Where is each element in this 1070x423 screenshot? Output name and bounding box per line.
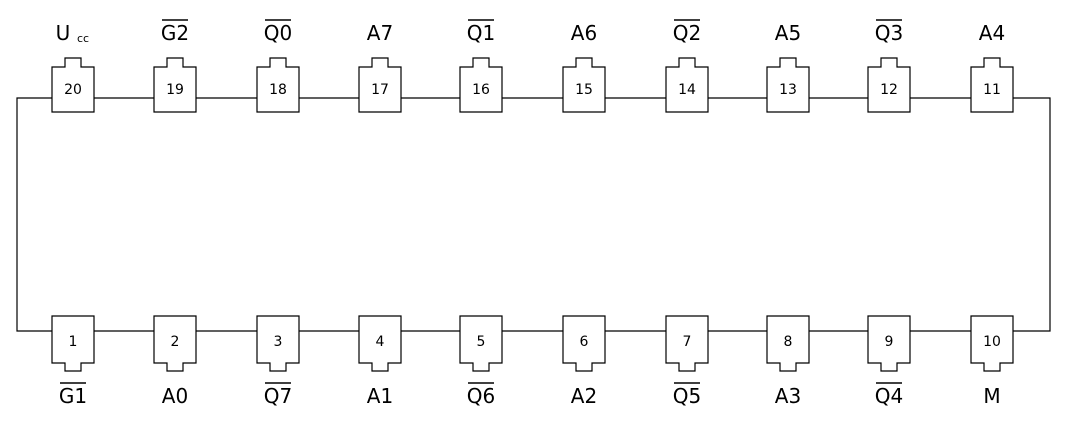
pin-box [970, 315, 1014, 372]
pin-label-subscript: cc [77, 32, 89, 45]
pin-number: 11 [983, 82, 1001, 98]
pin-label: Q6 [467, 384, 495, 408]
pin-number: 7 [683, 334, 692, 350]
pin-label: A3 [775, 384, 801, 408]
pin-10: 10M [970, 315, 1014, 408]
pin-box [766, 315, 810, 372]
pin-label: Q2 [673, 21, 701, 45]
pin-3: 3Q7 [256, 315, 300, 408]
pin-14: 14 Q2 [665, 19, 709, 113]
pin-number: 13 [779, 82, 797, 98]
pin-label: A7 [367, 21, 393, 45]
pin-number: 3 [274, 334, 283, 350]
pin-number: 5 [477, 334, 486, 350]
pin-13: 13 A5 [766, 21, 810, 113]
pin-box [459, 57, 503, 113]
pin-label: Q5 [673, 384, 701, 408]
pin-label: A4 [979, 21, 1005, 45]
pin-7: 7Q5 [665, 315, 709, 408]
pin-19: 19 G2 [153, 19, 197, 113]
pin-box [970, 57, 1014, 113]
pin-number: 15 [575, 82, 593, 98]
pin-box [256, 315, 300, 372]
pin-1: 1G1 [51, 315, 95, 408]
pin-number: 19 [166, 82, 184, 98]
pin-box [562, 315, 606, 372]
pin-17: 17 A7 [358, 21, 402, 113]
pin-label: M [983, 384, 1000, 408]
pin-label: Q0 [264, 21, 292, 45]
pin-4: 4A1 [358, 315, 402, 408]
pin-number: 20 [64, 82, 82, 98]
pin-label: Q7 [264, 384, 292, 408]
pin-number: 1 [69, 334, 78, 350]
pin-label: G2 [161, 21, 189, 45]
pin-box [358, 57, 402, 113]
pin-label: A5 [775, 21, 801, 45]
pin-box [51, 57, 95, 113]
chip-body-outline [16, 97, 52, 332]
pin-number: 9 [885, 334, 894, 350]
pin-number: 16 [472, 82, 490, 98]
pin-label: Q4 [875, 384, 903, 408]
chip-body-outline-right [1013, 97, 1051, 332]
pin-number: 17 [371, 82, 389, 98]
pin-number: 4 [376, 334, 385, 350]
pin-box [867, 315, 911, 372]
pin-label: G1 [59, 384, 87, 408]
pin-18: 18 Q0 [256, 19, 300, 113]
pin-6: 6A2 [562, 315, 606, 408]
pin-label: A2 [571, 384, 597, 408]
pin-label: Q3 [875, 21, 903, 45]
pin-label: A6 [571, 21, 597, 45]
pin-label: U [56, 21, 71, 45]
pin-15: 15 A6 [562, 21, 606, 113]
pin-label: A1 [367, 384, 393, 408]
pin-box [459, 315, 503, 372]
pin-number: 2 [171, 334, 180, 350]
pin-2: 2A0 [153, 315, 197, 408]
pin-8: 8A3 [766, 315, 810, 408]
pin-box [256, 57, 300, 113]
pin-box [867, 57, 911, 113]
pin-label: Q1 [467, 21, 495, 45]
pin-number: 6 [580, 334, 589, 350]
pin-box [153, 57, 197, 113]
pin-number: 10 [983, 334, 1001, 350]
pin-16: 16 Q1 [459, 19, 503, 113]
pin-box [665, 315, 709, 372]
pin-box [51, 315, 95, 372]
pin-11: 11 A4 [970, 21, 1014, 113]
pin-box [562, 57, 606, 113]
pin-label: A0 [162, 384, 188, 408]
pin-box [153, 315, 197, 372]
pin-12: 12 Q3 [867, 19, 911, 113]
pin-9: 9Q4 [867, 315, 911, 408]
pin-number: 8 [784, 334, 793, 350]
pin-box [665, 57, 709, 113]
pin-number: 12 [880, 82, 898, 98]
pin-box [358, 315, 402, 372]
pin-number: 18 [269, 82, 287, 98]
pin-box [766, 57, 810, 113]
pin-5: 5Q6 [459, 315, 503, 408]
pin-number: 14 [678, 82, 696, 98]
